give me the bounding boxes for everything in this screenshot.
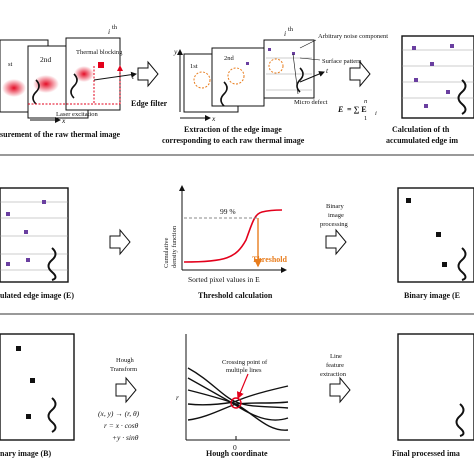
threshold-label: Threshold <box>252 255 288 264</box>
formula-lower: 1 <box>364 115 367 122</box>
hollow-arrow-icon <box>329 376 351 404</box>
crossing-label-2: multiple lines <box>226 367 262 374</box>
axis-x: x <box>61 116 66 125</box>
frame-label-i-edge: i <box>284 29 286 38</box>
caption-binary-B: nary image (B) <box>0 449 51 458</box>
formula-E: E <box>337 105 343 114</box>
annot-micro: Micro defect <box>294 99 328 106</box>
frame-label-i: i <box>108 27 110 36</box>
row2-panel: ulated edge image (E) Cumulative density… <box>0 185 474 315</box>
annot-surface: Surface pattern <box>322 58 362 65</box>
annot-thermal-blocking: Thermal blocking <box>76 49 123 56</box>
step-line-2: feature <box>326 362 344 369</box>
formula-upper: n <box>364 98 367 105</box>
caption-binary-E: Binary image (E <box>404 291 460 300</box>
edge-image-E: ulated edge image (E) <box>0 187 74 300</box>
eq-line-2: +y · sinθ <box>112 433 139 442</box>
step-line-1: Line <box>330 353 342 360</box>
step-binary-2: image <box>328 212 344 219</box>
hough-curve <box>187 389 289 431</box>
hollow-arrow-icon <box>137 60 159 88</box>
frame-label-th-edge: th <box>288 26 294 33</box>
cdf-curve <box>183 209 283 263</box>
caption-threshold: Threshold calculation <box>198 291 273 300</box>
hollow-arrow-icon <box>109 228 131 256</box>
binary-image-B: nary image (B) <box>0 333 75 458</box>
caption-accum-1: Calculation of th <box>392 125 450 134</box>
hollow-arrow-icon <box>349 60 371 88</box>
noise-circle <box>227 67 245 85</box>
binary-step: Binary image processing <box>320 203 349 256</box>
crossing-label-1: Crossing point of <box>222 359 268 366</box>
thermal-spot <box>74 66 94 82</box>
frame-label-st: st <box>8 61 13 68</box>
frame-label-1st: 1st <box>190 63 198 70</box>
percent-label: 99 % <box>220 207 236 216</box>
annot-laser: Laser excitation <box>56 111 98 118</box>
axis-t: t <box>132 72 135 81</box>
step-binary-3: processing <box>320 221 349 228</box>
edge-image-stack: y x t 1st 2nd i th Arbitrary noise compo… <box>162 26 388 145</box>
caption-accum-2: accumulated edge im <box>386 136 458 145</box>
caption-hough: Hough coordinate <box>206 449 268 458</box>
hollow-arrow-icon <box>115 376 137 404</box>
caption-raw: surement of the raw thermal image <box>0 130 120 139</box>
thermal-spot <box>2 79 26 97</box>
caption-edge-1: Extraction of the edge image <box>184 125 282 134</box>
step-binary-1: Binary <box>326 203 344 210</box>
caption-final: Final processed ima <box>392 449 460 458</box>
formula-sub: i <box>375 110 377 117</box>
step-hough-1: Hough <box>116 357 134 364</box>
raw-thermal-stack: 2nd st i th Thermal blocking Laser excit… <box>0 24 137 139</box>
axis-x-label: Sorted pixel values in E <box>188 275 260 284</box>
edge-filter-step: Edge filter <box>131 60 168 108</box>
row1-panel: 2nd st i th Thermal blocking Laser excit… <box>0 24 474 156</box>
threshold-plot: Cumulative density function 99 % Thresho… <box>163 185 288 300</box>
hough-curve <box>187 401 289 421</box>
accumulated-edge-image: Calculation of th accumulated edge im <box>386 35 474 145</box>
frame-label-2nd: 2nd <box>40 55 52 64</box>
caption-edge-E: ulated edge image (E) <box>0 291 74 300</box>
line-step: Line feature extraction <box>320 353 351 404</box>
accumulate-step: E = ∑ E i 1 n <box>337 60 377 122</box>
axis-x-edge: x <box>211 114 216 123</box>
blocking-marker <box>98 62 104 68</box>
step-line-3: extraction <box>320 371 347 378</box>
binary-image-E: Binary image (E <box>397 187 474 300</box>
hough-plot: r 0 Crossing point of multiple lines Hou… <box>176 334 290 458</box>
step-hough-2: Transform <box>110 366 137 373</box>
axis-y-label-1: Cumulative <box>163 238 170 268</box>
frame-label-th: th <box>112 24 118 31</box>
crossing-marker <box>230 397 242 409</box>
final-image: Final processed ima <box>392 333 474 458</box>
caption-edge-2: corresponding to each raw thermal image <box>162 136 305 145</box>
axis-y-label-2: density function <box>171 225 178 268</box>
thermal-spot <box>33 75 59 93</box>
hollow-arrow-icon <box>325 228 347 256</box>
axis-t-edge: t <box>326 66 329 75</box>
row3-panel: nary image (B) Hough Transform (x, y) → … <box>0 333 474 458</box>
map-line: (x, y) → (r, θ) <box>98 409 140 418</box>
hough-curve <box>187 385 289 406</box>
hough-curve <box>187 367 289 409</box>
axis-r: r <box>176 393 179 402</box>
hough-step: Hough Transform (x, y) → (r, θ) r = x · … <box>98 357 140 442</box>
edge-filter-label: Edge filter <box>131 99 168 108</box>
axis-y: y <box>173 47 178 56</box>
noise-circle <box>268 58 284 74</box>
annot-noise: Arbitrary noise component <box>318 33 388 40</box>
eq-line-1: r = x · cosθ <box>104 421 139 430</box>
frame-label-2nd-edge: 2nd <box>224 55 235 62</box>
axis-zero: 0 <box>233 443 237 452</box>
formula-sum: = ∑ E <box>347 105 367 114</box>
noise-circle <box>193 71 211 89</box>
